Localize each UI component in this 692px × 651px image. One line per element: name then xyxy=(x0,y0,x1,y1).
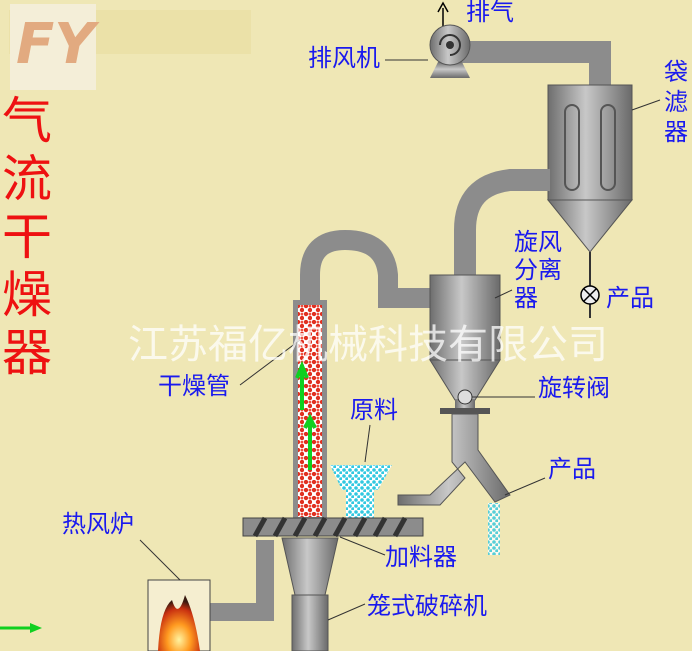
label-product-top: 产品 xyxy=(606,284,654,312)
title-char: 流 xyxy=(2,150,52,208)
cage-mill xyxy=(281,537,366,651)
label-rotary-valve: 旋转阀 xyxy=(538,374,610,402)
title-char: 气 xyxy=(2,92,52,150)
bag-filter xyxy=(546,84,634,318)
product-discharge xyxy=(488,503,500,555)
label-product-bottom: 产品 xyxy=(548,455,596,483)
label-hot-air-furnace: 热风炉 xyxy=(62,510,134,538)
hot-air-duct xyxy=(210,540,274,621)
gooseneck-duct xyxy=(300,229,432,308)
label-bag-filter-3: 器 xyxy=(664,118,688,146)
label-fan: 排风机 xyxy=(308,44,380,72)
inlet-arrow xyxy=(0,623,42,633)
label-bag-filter-2: 滤 xyxy=(664,88,688,116)
cyclone-outlet-duct xyxy=(454,169,550,280)
title-char: 器 xyxy=(2,324,52,382)
label-cyclone-3: 器 xyxy=(514,284,538,312)
title-char: 燥 xyxy=(2,266,52,324)
diagram-title: 气 流 干 燥 器 xyxy=(2,92,58,382)
logo-text: FY xyxy=(16,12,95,77)
title-char: 干 xyxy=(2,208,52,266)
label-cyclone-1: 旋风 xyxy=(514,228,562,256)
hot-air-furnace xyxy=(139,539,211,651)
product-valve-top xyxy=(580,285,600,305)
label-cyclone-2: 分离 xyxy=(514,256,562,284)
cyclone-separator xyxy=(397,274,511,506)
exhaust-fan xyxy=(429,24,471,78)
label-exhaust: 排气 xyxy=(466,0,514,26)
label-feeder: 加料器 xyxy=(385,543,457,571)
watermark: 江苏福亿机械科技有限公司 xyxy=(128,322,608,368)
label-bag-filter-1: 袋 xyxy=(664,58,688,86)
drying-tube xyxy=(293,300,327,520)
raw-material-hopper xyxy=(330,424,392,520)
label-cage-mill: 笼式破碎机 xyxy=(367,592,487,620)
exhaust-duct xyxy=(455,41,611,88)
label-raw-material: 原料 xyxy=(350,396,398,424)
label-drying-tube: 干燥管 xyxy=(158,372,230,400)
rotary-valve xyxy=(457,389,473,405)
company-logo: FY xyxy=(10,4,96,90)
screw-feeder xyxy=(242,516,424,556)
